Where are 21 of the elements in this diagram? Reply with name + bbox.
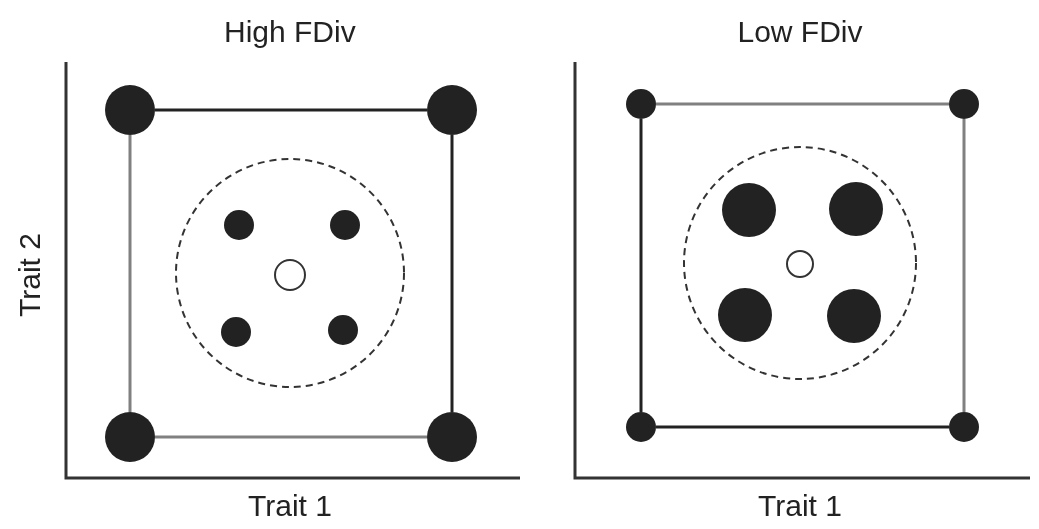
corner-dot [949, 89, 979, 119]
connector-line [155, 435, 427, 439]
corner-dot [949, 412, 979, 442]
connector-line [450, 135, 454, 412]
connector-line [962, 119, 966, 412]
corner-dot [427, 85, 477, 135]
connector-line [128, 135, 132, 412]
connector-line [155, 108, 427, 112]
panel-title: Low FDiv [737, 15, 863, 49]
panel-title: High FDiv [224, 15, 356, 49]
connector-line [639, 119, 643, 412]
connector-line [656, 425, 949, 429]
corner-dot [626, 89, 656, 119]
axis-title: Trait 1 [758, 489, 842, 523]
axis-title: Trait 1 [248, 489, 332, 523]
corner-dot [626, 412, 656, 442]
connector-line [656, 102, 949, 106]
corner-dot [427, 412, 477, 462]
corner-dot [105, 412, 155, 462]
corner-dot [105, 85, 155, 135]
axis-title: Trait 2 [12, 233, 47, 317]
